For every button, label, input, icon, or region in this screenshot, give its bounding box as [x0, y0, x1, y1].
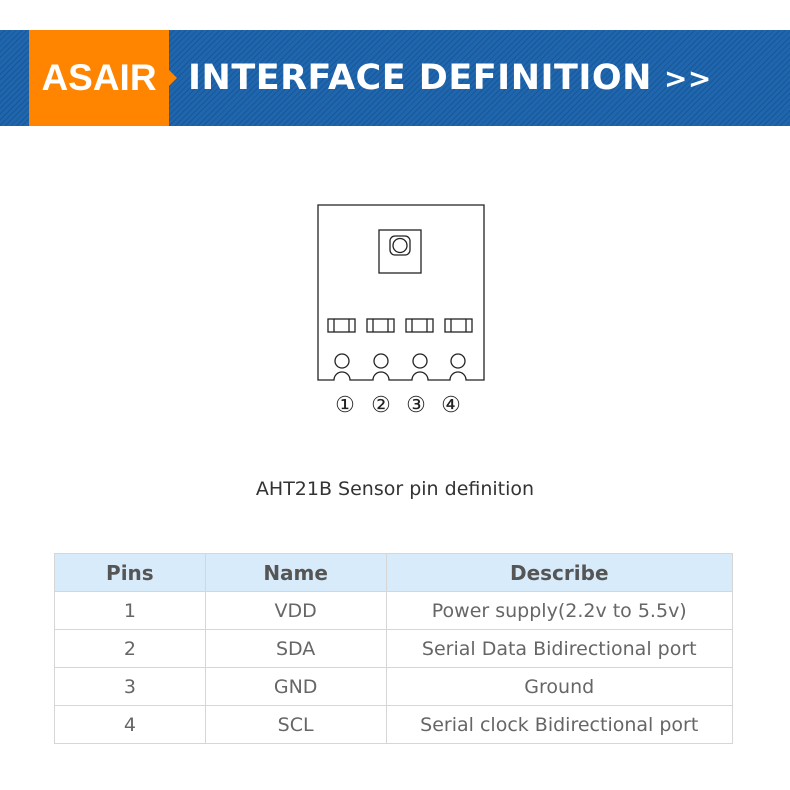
- header-describe: Describe: [385, 553, 733, 592]
- cell-describe: Power supply(2.2v to 5.5v): [385, 591, 733, 630]
- table-row: 1 VDD Power supply(2.2v to 5.5v): [54, 591, 733, 630]
- cell-pin: 4: [54, 705, 206, 744]
- sensor-pin-diagram: ① ② ③ ④: [316, 204, 486, 419]
- section-title-text: INTERFACE DEFINITION: [188, 58, 652, 98]
- pin-label-2: ②: [371, 393, 391, 418]
- cell-name: GND: [204, 667, 387, 706]
- cell-pin: 1: [54, 591, 206, 630]
- header-pins: Pins: [54, 553, 206, 592]
- diagram-caption: AHT21B Sensor pin definition: [255, 478, 535, 500]
- sensor-board-outline-icon: ① ② ③ ④: [317, 204, 485, 418]
- cell-describe: Serial clock Bidirectional port: [385, 705, 733, 744]
- pin-label-4: ④: [441, 393, 461, 418]
- header-banner: ASAIR INTERFACE DEFINITION >>: [0, 30, 790, 126]
- pin-definition-table: Pins Name Describe 1 VDD Power supply(2.…: [54, 553, 733, 744]
- pin-label-3: ③: [406, 393, 426, 418]
- double-chevron-icon: >>: [663, 61, 712, 95]
- brand-logo-box: ASAIR: [29, 30, 169, 126]
- cell-pin: 2: [54, 629, 206, 668]
- cell-name: SCL: [204, 705, 387, 744]
- cell-describe: Ground: [385, 667, 733, 706]
- cell-name: VDD: [204, 591, 387, 630]
- table-header-row: Pins Name Describe: [54, 553, 733, 592]
- cell-pin: 3: [54, 667, 206, 706]
- table-row: 3 GND Ground: [54, 667, 733, 706]
- brand-name: ASAIR: [41, 57, 157, 98]
- section-title: INTERFACE DEFINITION >>: [188, 30, 712, 126]
- header-name: Name: [204, 553, 387, 592]
- pin-label-1: ①: [335, 393, 355, 418]
- cell-describe: Serial Data Bidirectional port: [385, 629, 733, 668]
- brand-arrow-icon: [169, 70, 177, 86]
- table-row: 4 SCL Serial clock Bidirectional port: [54, 705, 733, 744]
- cell-name: SDA: [204, 629, 387, 668]
- table-row: 2 SDA Serial Data Bidirectional port: [54, 629, 733, 668]
